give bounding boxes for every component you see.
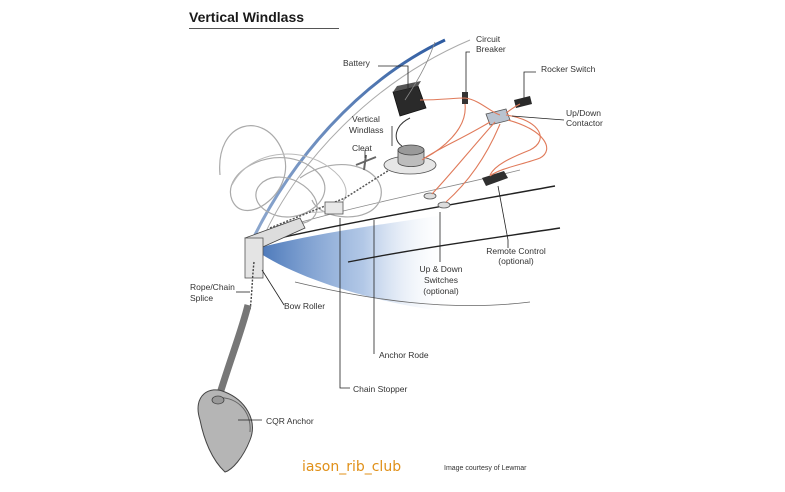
label-rocker-switch: Rocker Switch bbox=[541, 64, 596, 74]
leader-lines bbox=[236, 51, 565, 421]
label-battery: Battery bbox=[343, 58, 370, 68]
boat-shape bbox=[404, 41, 436, 101]
label-bow-roller: Bow Roller bbox=[284, 301, 326, 311]
anchor-plow bbox=[197, 389, 253, 473]
chain-stopper-part bbox=[324, 201, 344, 215]
chine-line bbox=[294, 281, 531, 307]
hull-shade bbox=[258, 214, 450, 312]
label-switches-1: Up & Down bbox=[419, 264, 463, 274]
label-splice-1: Rope/Chain bbox=[190, 282, 235, 292]
label-windlass-1: Vertical bbox=[352, 114, 380, 124]
label-contactor-1: Up/Down bbox=[566, 108, 601, 118]
battery-top bbox=[393, 81, 421, 92]
bow-rail bbox=[248, 38, 446, 246]
label-windlass-2: Windlass bbox=[349, 125, 384, 135]
label-splice-2: Splice bbox=[190, 293, 214, 303]
label-switches-2: Switches bbox=[423, 275, 458, 285]
image-credit: Image courtesy of Lewmar bbox=[444, 465, 527, 472]
deck-switch-2 bbox=[437, 201, 451, 209]
label-cleat: Cleat bbox=[352, 143, 372, 153]
label-switches-3: (optional) bbox=[423, 286, 459, 296]
anchor-shank bbox=[214, 304, 252, 402]
chain-run bbox=[269, 159, 406, 229]
label-contactor-2: Contactor bbox=[566, 118, 603, 128]
label-chain-stopper: Chain Stopper bbox=[353, 384, 408, 394]
bow-roller-block bbox=[244, 237, 264, 279]
title-underline bbox=[189, 28, 339, 29]
label-remote-1: Remote Control bbox=[486, 246, 546, 256]
anchor-pivot bbox=[211, 395, 225, 405]
windlass-top bbox=[397, 144, 425, 156]
wiring bbox=[419, 97, 548, 203]
label-circuit-breaker-1: Circuit bbox=[476, 34, 501, 44]
watermark-text: iason_rib_club bbox=[302, 459, 402, 475]
battery-lead bbox=[395, 117, 411, 147]
label-cqr-anchor: CQR Anchor bbox=[266, 416, 314, 426]
diagram-title: Vertical Windlass bbox=[189, 9, 305, 25]
deck-switch-1 bbox=[423, 192, 437, 200]
anchor-rode-line bbox=[249, 261, 255, 311]
label-anchor-rode: Anchor Rode bbox=[379, 350, 429, 360]
label-circuit-breaker-2: Breaker bbox=[476, 44, 506, 54]
label-remote-2: (optional) bbox=[498, 256, 534, 266]
remote-control-part bbox=[482, 171, 508, 186]
cleat-part bbox=[355, 154, 377, 171]
bow-rail-outer bbox=[261, 39, 471, 241]
